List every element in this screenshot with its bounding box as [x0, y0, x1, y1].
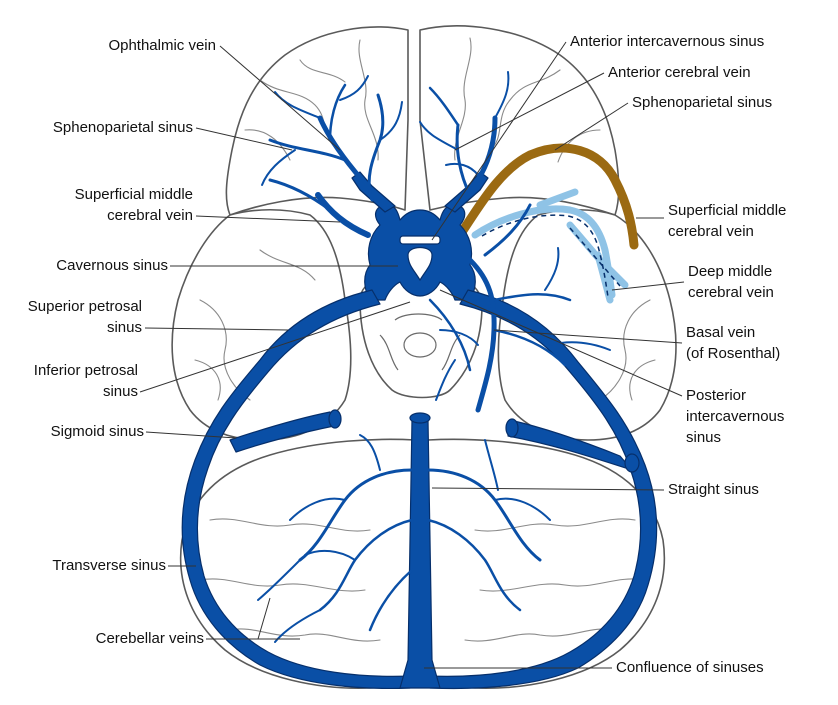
- label-inferior-petrosal-2: sinus: [102, 383, 138, 400]
- leader-superior-petrosal: [144, 327, 289, 331]
- right-frontal-lobe: [419, 25, 620, 216]
- label-posterior-intercavernous-2: intercavernous: [686, 408, 785, 425]
- leader-superficial-middle-left: [195, 215, 341, 223]
- pituitary-openings: [399, 235, 441, 282]
- leader-inferior-petrosal: [139, 301, 411, 393]
- label-superior-petrosal-2: sinus: [106, 319, 142, 336]
- label-cerebellar-veins: Cerebellar veins: [95, 630, 204, 647]
- label-deep-middle-2: cerebral vein: [688, 284, 774, 301]
- sphenoparietal-sinus-highlight: [457, 143, 639, 250]
- label-superficial-middle-right-2: cerebral vein: [668, 223, 754, 240]
- label-superficial-middle-left-1: Superficial middle: [74, 186, 193, 203]
- leader-basal-vein: [493, 329, 683, 344]
- label-posterior-intercavernous-1: Posterior: [686, 387, 747, 404]
- label-inferior-petrosal-1: Inferior petrosal: [33, 362, 138, 379]
- leader-posterior-intercavernous: [439, 289, 683, 397]
- leader-sphenoparietal-left: [195, 127, 293, 151]
- label-sphenoparietal-sinus-left: Sphenoparietal sinus: [52, 119, 193, 136]
- label-posterior-intercavernous-3: sinus: [686, 429, 722, 446]
- leader-anterior-cerebral: [454, 72, 605, 151]
- label-cavernous-sinus: Cavernous sinus: [56, 257, 168, 274]
- leader-straight-sinus: [431, 487, 665, 491]
- label-ophthalmic-vein: Ophthalmic vein: [108, 37, 216, 54]
- leader-sigmoid: [145, 431, 237, 439]
- label-confluence-of-sinuses: Confluence of sinuses: [616, 659, 764, 676]
- leader-deep-middle: [611, 281, 685, 291]
- leader-lines: [139, 41, 685, 669]
- deep-middle-dashes: [481, 214, 621, 298]
- label-sphenoparietal-sinus-right: Sphenoparietal sinus: [632, 94, 773, 111]
- label-deep-middle-1: Deep middle: [688, 263, 773, 280]
- label-anterior-cerebral-vein: Anterior cerebral vein: [608, 64, 751, 81]
- vein-branches: [257, 71, 611, 643]
- leader-anterior-intercavernous: [431, 41, 567, 241]
- label-anterior-intercavernous-sinus: Anterior intercavernous sinus: [570, 33, 765, 50]
- label-transverse-sinus: Transverse sinus: [52, 557, 166, 574]
- leader-ophthalmic: [219, 45, 341, 151]
- leader-cerebellar-2: [257, 597, 271, 640]
- label-basal-vein-1: Basal vein: [686, 324, 756, 341]
- leader-sphenoparietal-right: [554, 102, 629, 151]
- label-superior-petrosal-1: Superior petrosal: [27, 298, 142, 315]
- label-superficial-middle-left-2: cerebral vein: [107, 207, 193, 224]
- label-straight-sinus: Straight sinus: [668, 481, 759, 498]
- label-sigmoid-sinus: Sigmoid sinus: [50, 423, 144, 440]
- left-frontal-lobe: [225, 26, 409, 216]
- label-basal-vein-2: (of Rosenthal): [686, 345, 781, 362]
- label-superficial-middle-right-1: Superficial middle: [668, 202, 787, 219]
